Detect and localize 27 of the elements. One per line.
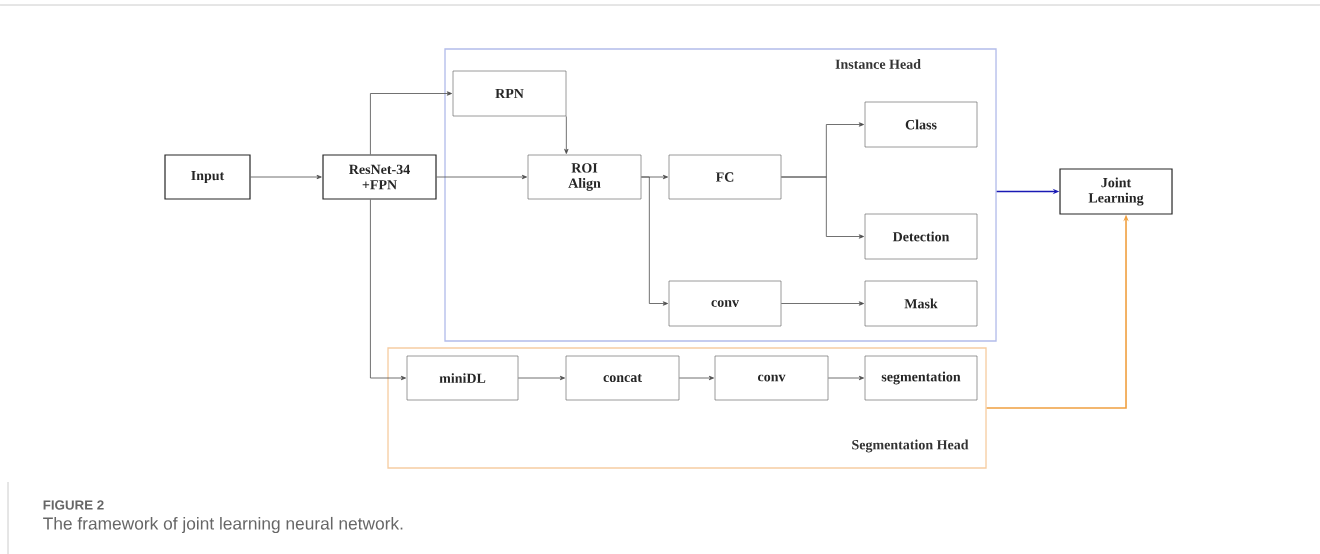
arrow [250, 174, 322, 180]
process-box: Class [864, 101, 978, 148]
arrow [370, 91, 452, 155]
process-box: Joint Learning [1059, 168, 1173, 215]
figure-label: FIGURE 2 [43, 500, 104, 510]
process-box: conv [714, 355, 829, 401]
arrow [436, 174, 527, 180]
caption: The framework of joint learning neural network. [43, 516, 403, 534]
process-box: RPN [452, 70, 567, 117]
arrow [678, 375, 714, 381]
arrow [370, 199, 406, 381]
process-box: Input [164, 154, 251, 200]
process-box: ResNet-34 +FPN [322, 154, 437, 200]
process-box: Detection [864, 213, 978, 260]
arrow [827, 375, 864, 381]
process-box: FC [668, 154, 782, 200]
process-box: Mask [864, 280, 978, 327]
arrow [564, 115, 569, 154]
process-box: ROI Align [527, 154, 642, 200]
arrow [517, 375, 565, 381]
process-box: conv [668, 280, 782, 327]
arrow [780, 301, 864, 306]
process-box: miniDL [406, 355, 519, 401]
process-box: concat [565, 355, 680, 401]
arrow [640, 176, 668, 306]
process-box: segmentation [864, 355, 978, 401]
arrow [780, 176, 864, 239]
